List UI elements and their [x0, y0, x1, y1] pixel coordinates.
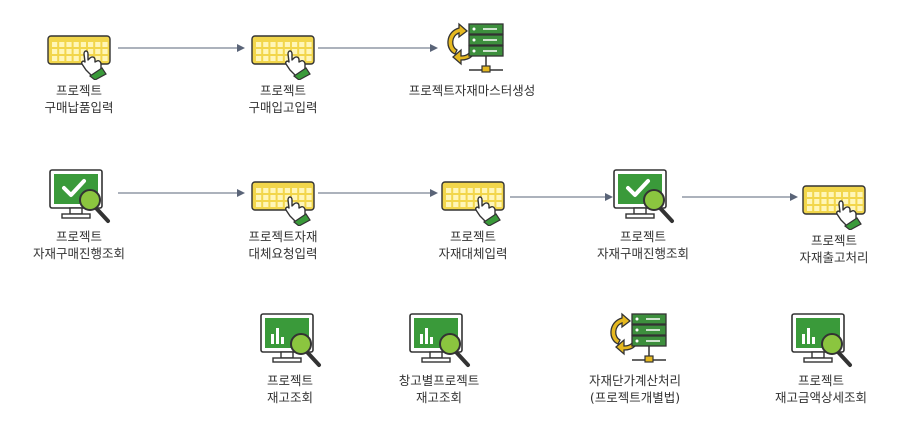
node-unit-cost-calculation[interactable]: 자재단가계산처리(프로젝트개별법): [560, 310, 710, 420]
keyboard-hand-icon: [250, 20, 320, 80]
node-material-master-creation[interactable]: 프로젝트자재마스터생성: [397, 20, 547, 130]
keyboard-hand-icon: [250, 166, 320, 226]
monitor-chart-search-icon: [406, 310, 476, 370]
monitor-check-search-icon: [46, 166, 116, 226]
monitor-chart-search-icon: [788, 310, 858, 370]
monitor-check-search-icon: [610, 166, 680, 226]
monitor-chart-search-icon: [257, 310, 327, 370]
server-sync-icon: [602, 310, 672, 370]
keyboard-hand-icon: [440, 166, 510, 226]
node-label: 자재단가계산처리(프로젝트개별법): [588, 373, 681, 405]
keyboard-hand-icon: [801, 170, 871, 230]
keyboard-hand-icon: [46, 20, 116, 80]
server-sync-icon: [439, 20, 509, 80]
node-label: 프로젝트자재마스터생성: [408, 83, 536, 98]
